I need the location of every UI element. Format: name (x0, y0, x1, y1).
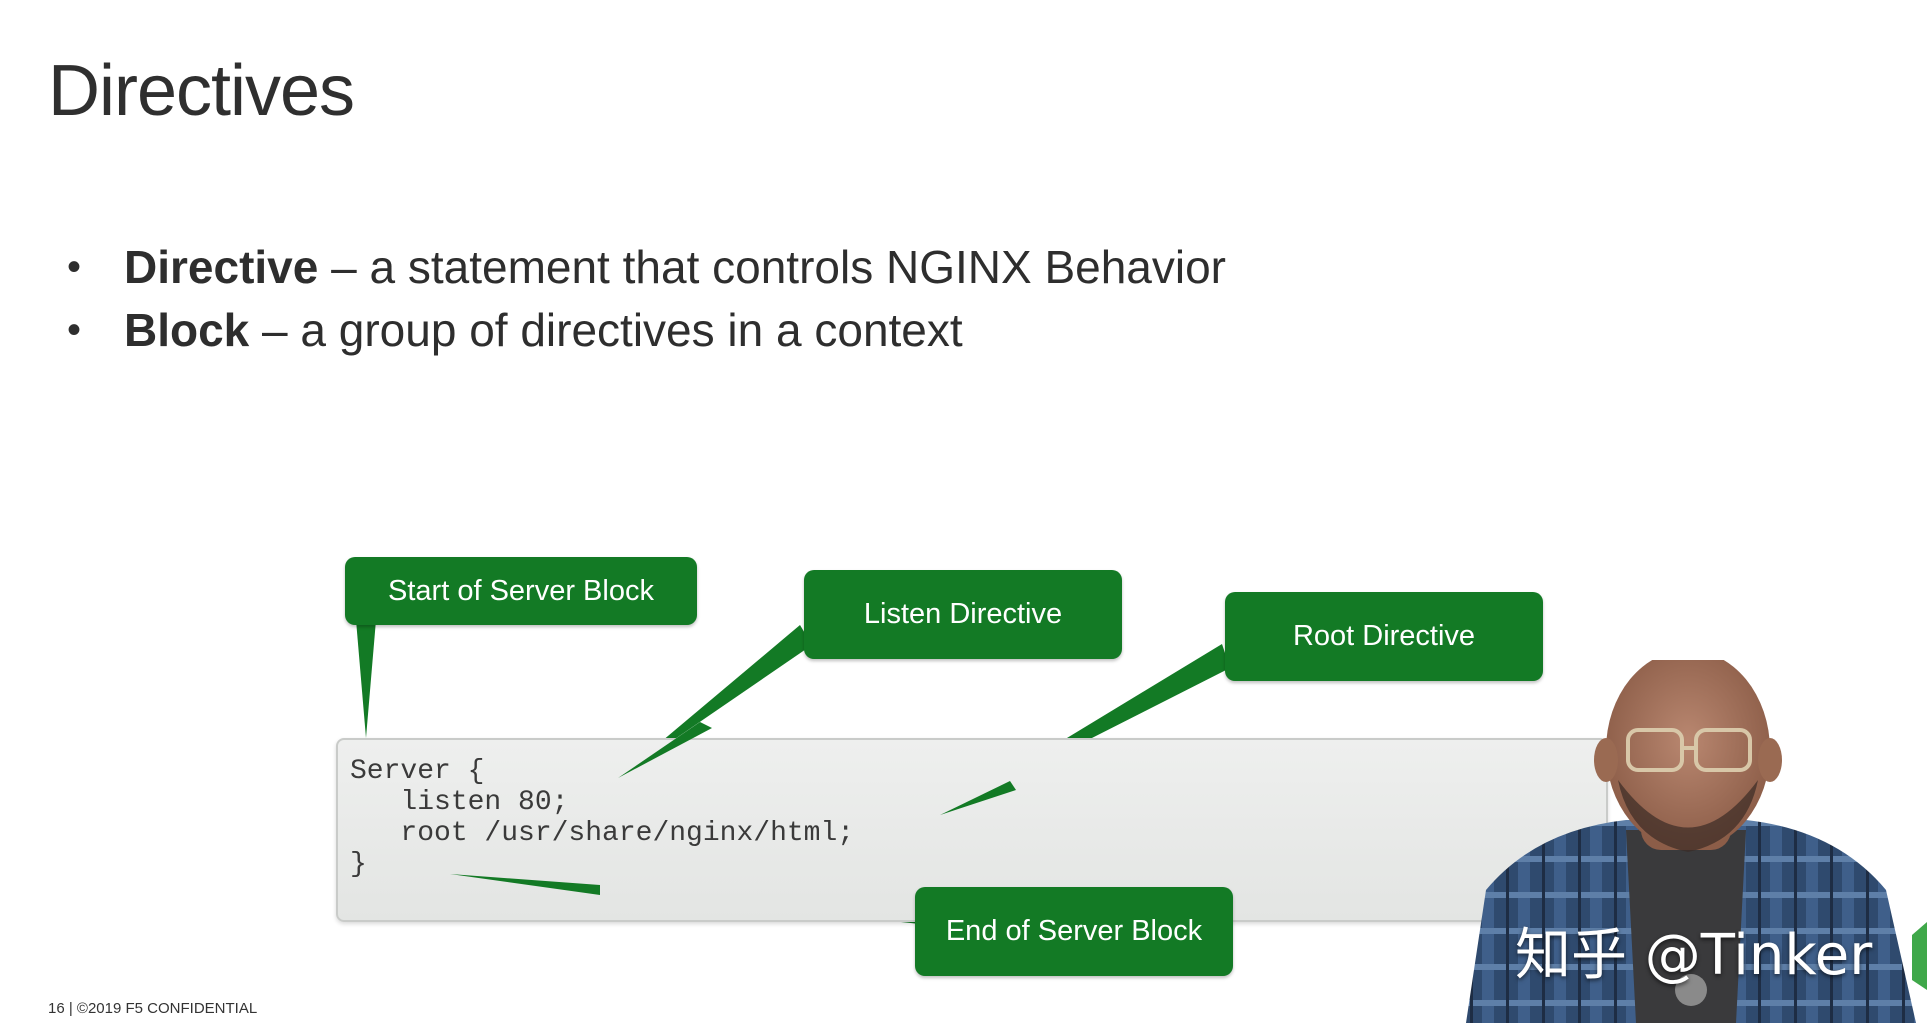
slide-footer: 16 | ©2019 F5 CONFIDENTIAL (48, 1000, 258, 1017)
presenter-image (1466, 660, 1927, 1023)
code-line: } (350, 849, 367, 880)
bullet-dot-icon: • (67, 245, 82, 289)
bullet-dot-icon: • (67, 308, 82, 352)
presenter-webcam (1446, 660, 1927, 1023)
start-pointer (356, 620, 376, 738)
bullet-term: Directive (124, 241, 319, 293)
bullet-item: • Directive – a statement that controls … (64, 236, 1226, 299)
callout-start-of-server-block: Start of Server Block (345, 557, 697, 625)
bullet-text: – a statement that controls NGINX Behavi… (318, 241, 1226, 293)
code-block: Server { listen 80; root /usr/share/ngin… (350, 756, 854, 880)
code-line: listen 80; (350, 787, 569, 818)
callout-root-directive: Root Directive (1225, 592, 1543, 681)
slide-title: Directives (48, 51, 355, 131)
bullet-text: – a group of directives in a context (249, 304, 963, 356)
watermark: 知乎 @Tinker (1515, 923, 1873, 988)
bullet-list: • Directive – a statement that controls … (64, 236, 1226, 362)
callout-end-of-server-block: End of Server Block (915, 887, 1233, 976)
bullet-item: • Block – a group of directives in a con… (64, 299, 1226, 362)
callout-listen-directive: Listen Directive (804, 570, 1122, 659)
code-line: Server { (350, 756, 485, 787)
bullet-term: Block (124, 304, 250, 356)
code-line: root /usr/share/nginx/html; (350, 818, 855, 849)
